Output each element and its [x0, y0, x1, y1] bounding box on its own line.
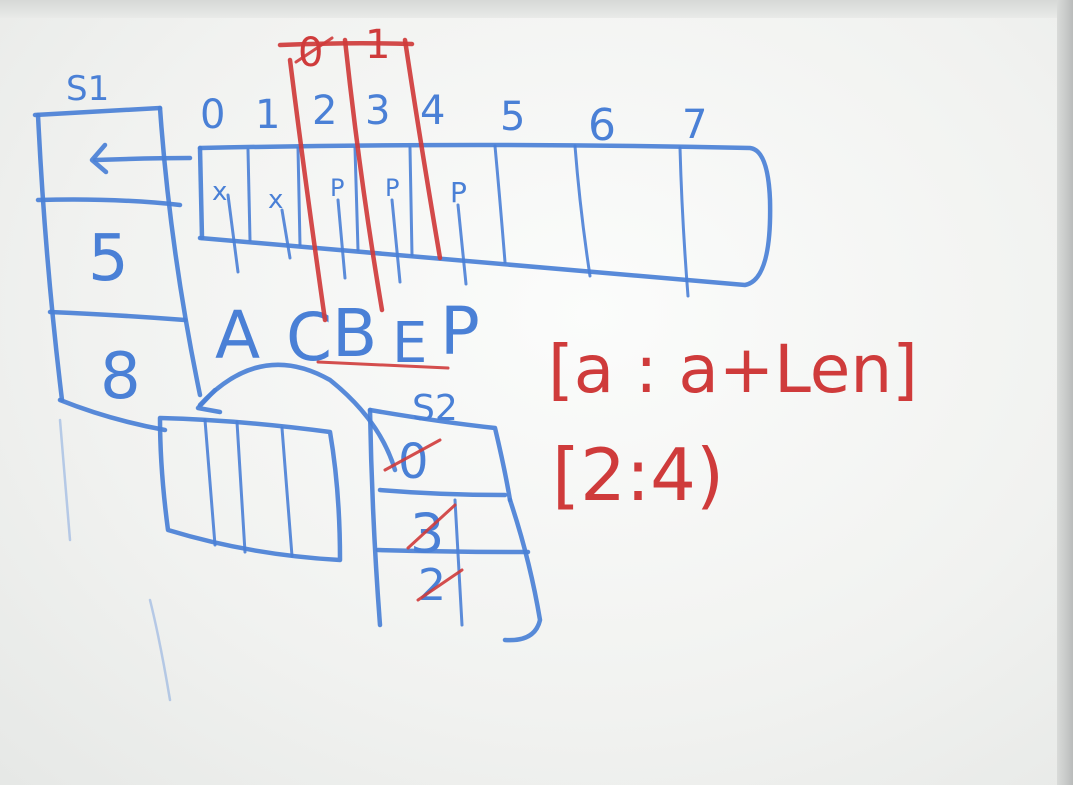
pointer-stem: [390, 198, 402, 284]
array-index: 1: [255, 92, 280, 138]
red-strike: [294, 36, 334, 64]
pointer-stem: [226, 193, 240, 274]
stack-line: [375, 547, 531, 555]
red-strike: [416, 568, 464, 602]
ghost-mark: [58, 418, 72, 542]
red-underline: [316, 360, 450, 370]
array-divider: [493, 144, 507, 264]
pointer-stem: [456, 203, 468, 286]
stack-line: [57, 397, 168, 433]
array-index: 6: [588, 100, 616, 151]
curved-arrow-head: [195, 387, 223, 415]
stack-line: [453, 498, 464, 627]
letter: B: [332, 295, 377, 372]
array-divider: [296, 146, 302, 247]
array-index: 4: [420, 88, 445, 134]
whiteboard-right-frame: [1057, 0, 1073, 785]
array-divider: [678, 146, 690, 298]
array-divider: [246, 148, 252, 242]
stack-line: [377, 487, 508, 498]
letter: P: [440, 293, 480, 370]
stack-line: [47, 309, 188, 323]
array-index: 0: [200, 92, 225, 138]
letter: A: [215, 297, 260, 374]
small-array-outline: [157, 415, 343, 563]
array-divider: [573, 144, 592, 278]
right-stack-cell: 3: [410, 502, 444, 565]
stack-line: [157, 105, 203, 398]
array-index-row: 0 1 2 3 4 5 6 7: [200, 88, 707, 151]
small-array-divider: [235, 420, 247, 554]
curved-arrow: [197, 362, 398, 473]
red-line: [342, 37, 385, 313]
small-array: [157, 362, 398, 563]
small-array-divider: [203, 418, 217, 547]
formula-range: [2:4): [552, 433, 724, 517]
formulas: [a : a+Len] [2:4): [548, 331, 918, 517]
pointer-stem: [280, 208, 292, 260]
formula-slice: [a : a+Len]: [548, 331, 918, 408]
red-index: 1: [365, 22, 390, 68]
stack-line: [502, 497, 543, 643]
array-divider: [197, 145, 205, 241]
red-strike: [406, 503, 457, 550]
array-mark: P: [330, 174, 344, 202]
red-line: [287, 57, 328, 323]
array-index: 7: [682, 102, 707, 148]
red-line: [402, 37, 443, 261]
array-box: x x P P P: [197, 142, 773, 298]
stack-line: [32, 105, 163, 118]
array-index: 5: [500, 94, 525, 140]
array-mark: x: [268, 185, 283, 215]
left-stack-cell: 8: [100, 340, 141, 414]
red-index-overlay: 0 1: [277, 22, 443, 323]
red-line: [277, 40, 415, 48]
small-array-divider: [280, 426, 294, 558]
pointer-arrow: [92, 155, 193, 163]
array-mark: x: [212, 177, 227, 207]
left-stack-label: S1: [66, 69, 109, 109]
stack-line: [367, 407, 513, 503]
stack-line: [35, 112, 65, 403]
whiteboard-top-frame: [0, 0, 1073, 18]
ghost-mark: [148, 598, 172, 702]
letter-row: A C B E P: [215, 293, 480, 376]
red-strike: [383, 438, 442, 472]
array-divider: [408, 146, 414, 257]
array-divider: [353, 146, 360, 252]
stack-line: [35, 197, 183, 208]
stack-line: [367, 407, 383, 628]
right-stack-cell: 0: [398, 434, 429, 490]
array-mark: P: [385, 174, 399, 202]
array-index: 3: [365, 88, 390, 134]
pointer-arrow-head: [89, 142, 109, 175]
pointer-stem: [336, 198, 347, 280]
left-stack-cell: 5: [88, 222, 129, 296]
left-stack: S1 5 8: [32, 69, 203, 433]
array-index: 2: [312, 88, 337, 134]
right-stack: S2 0 3 2: [367, 388, 543, 643]
array-mark: P: [450, 176, 467, 209]
